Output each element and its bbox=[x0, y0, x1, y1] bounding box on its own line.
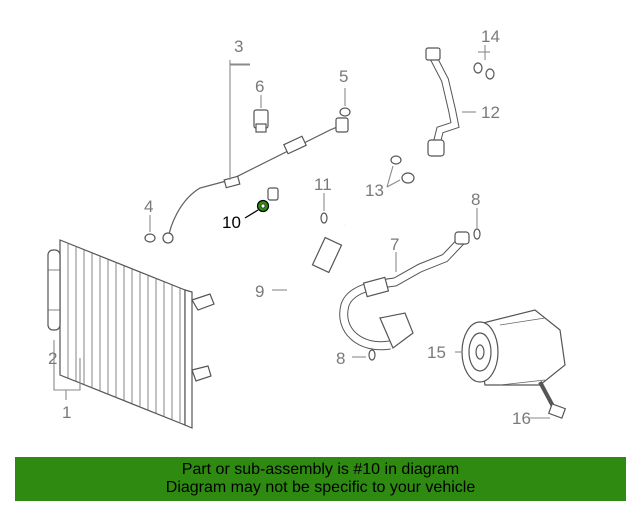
o-ring-14a bbox=[473, 62, 483, 74]
callout-6: 6 bbox=[255, 77, 264, 96]
bolt-16 bbox=[538, 381, 567, 419]
diagram-note-part: Part or sub-assembly is #10 in diagram bbox=[181, 461, 460, 478]
callout-11: 11 bbox=[314, 175, 332, 194]
callout-5: 5 bbox=[339, 67, 348, 86]
o-ring-5 bbox=[339, 107, 351, 117]
condenser bbox=[59, 239, 215, 429]
callout-7: 7 bbox=[390, 235, 399, 254]
parts-diagram: 1 2 3 4 5 6 7 8 8 9 10 11 12 13 14 15 16 bbox=[47, 27, 567, 429]
callout-10: 10 bbox=[222, 213, 241, 232]
leader-lines bbox=[53, 45, 550, 419]
o-ring-13a bbox=[390, 155, 402, 165]
leader-line-10 bbox=[244, 209, 259, 219]
o-ring-11 bbox=[320, 212, 328, 224]
ac-hose-7 bbox=[339, 231, 470, 351]
callout-8-lower: 8 bbox=[336, 349, 345, 368]
ac-hose-9 bbox=[267, 187, 347, 322]
diagram-note-banner: Part or sub-assembly is #10 in diagram D… bbox=[15, 457, 626, 501]
ac-line-12 bbox=[425, 47, 460, 157]
pressure-switch bbox=[253, 109, 269, 133]
o-ring-13b bbox=[401, 172, 415, 184]
ac-line-3 bbox=[162, 117, 349, 244]
o-ring-4 bbox=[144, 233, 156, 243]
callout-4: 4 bbox=[144, 197, 153, 216]
o-ring-8-lower bbox=[368, 349, 376, 361]
o-ring-8-upper bbox=[473, 228, 481, 240]
callout-16: 16 bbox=[512, 409, 531, 428]
callout-labels: 1 2 3 4 5 6 7 8 8 9 10 11 12 13 14 15 16 bbox=[48, 27, 531, 428]
callout-14: 14 bbox=[481, 27, 500, 46]
ac-compressor bbox=[461, 309, 566, 386]
diagram-note-disclaimer: Diagram may not be specific to your vehi… bbox=[165, 479, 476, 496]
callout-2: 2 bbox=[48, 349, 57, 368]
callout-15: 15 bbox=[427, 343, 446, 362]
o-ring-14b bbox=[485, 68, 495, 80]
callout-1: 1 bbox=[62, 403, 71, 422]
callout-3: 3 bbox=[234, 37, 243, 56]
seal-10 bbox=[256, 199, 270, 213]
receiver-drier bbox=[47, 249, 61, 331]
callout-9: 9 bbox=[255, 282, 264, 301]
callout-12: 12 bbox=[481, 103, 500, 122]
callout-13: 13 bbox=[365, 181, 384, 200]
callout-8-upper: 8 bbox=[471, 190, 480, 209]
